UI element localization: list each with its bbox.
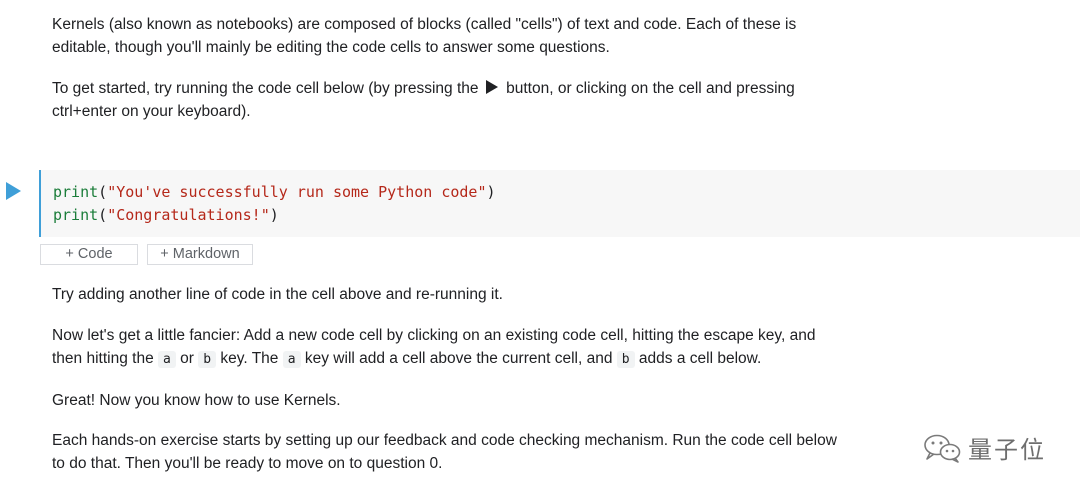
play-icon bbox=[6, 182, 21, 200]
run-instructions-text-1: To get started, try running the code cel… bbox=[52, 80, 479, 97]
try-adding-paragraph: Try adding another line of code in the c… bbox=[52, 286, 503, 303]
new-cell-paragraph: Now let's get a little fancier: Add a ne… bbox=[52, 324, 847, 371]
watermark-text: 量子位 bbox=[968, 436, 1046, 464]
great-paragraph: Great! Now you know how to use Kernels. bbox=[52, 392, 341, 409]
code-line: print("Congratulations!") bbox=[53, 204, 279, 227]
key-code: b bbox=[616, 351, 635, 368]
run-cell-button[interactable] bbox=[4, 181, 24, 201]
code-line: print("You've successfully run some Pyth… bbox=[53, 181, 496, 204]
new-cell-text: adds a cell below. bbox=[638, 350, 762, 367]
code-paren: ) bbox=[269, 206, 279, 224]
code-function: print bbox=[53, 206, 99, 224]
new-cell-text: Now let's get a little fancier: Add a ne… bbox=[52, 327, 816, 367]
new-cell-text: key. The bbox=[220, 350, 279, 367]
code-string: "You've successfully run some Python cod… bbox=[107, 183, 487, 201]
exercise-setup-paragraph: Each hands-on exercise starts by setting… bbox=[52, 432, 837, 472]
code-paren: ( bbox=[98, 206, 108, 224]
code-cell[interactable]: print("You've successfully run some Pyth… bbox=[39, 170, 1080, 237]
new-cell-text: key will add a cell above the current ce… bbox=[304, 350, 613, 367]
code-paren: ( bbox=[98, 183, 108, 201]
key-code: a bbox=[282, 351, 301, 368]
run-instructions-paragraph: To get started, try running the code cel… bbox=[52, 77, 852, 123]
code-function: print bbox=[53, 183, 99, 201]
key-code: a bbox=[158, 351, 176, 368]
watermark: 量子位 bbox=[922, 430, 1046, 465]
run-instructions-text-2: button, or clicking on the cell and pres… bbox=[52, 80, 795, 120]
add-code-button[interactable]: + Code bbox=[40, 244, 138, 265]
key-code: b bbox=[198, 351, 217, 368]
code-paren: ) bbox=[486, 183, 496, 201]
new-cell-text: or bbox=[180, 350, 194, 367]
intro-paragraph: Kernels (also known as notebooks) are co… bbox=[52, 16, 797, 56]
play-glyph-icon bbox=[485, 80, 498, 94]
wechat-icon bbox=[924, 434, 961, 463]
code-string: "Congratulations!" bbox=[107, 206, 270, 224]
add-markdown-button[interactable]: + Markdown bbox=[147, 244, 253, 265]
